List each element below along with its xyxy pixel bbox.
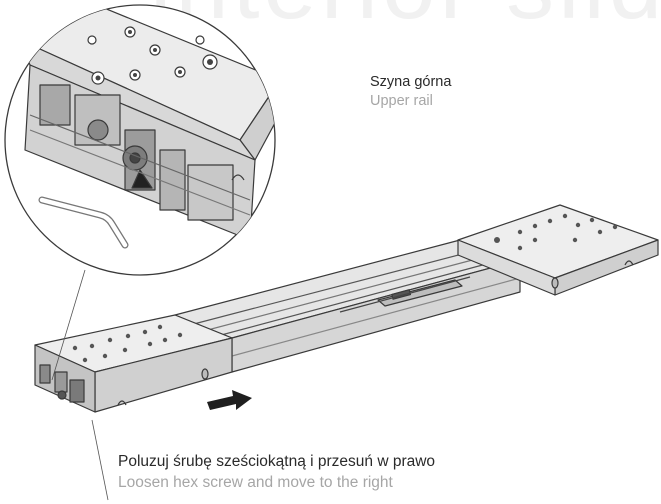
instruction-label-pl: Poluzuj śrubę sześciokątną i przesuń w p…	[118, 453, 436, 470]
leader-line-1	[51, 269, 86, 381]
arrow-right-icon	[207, 390, 252, 410]
zoom-detail-circle	[4, 4, 276, 276]
instruction-label-en: Loosen hex screw and move to the right	[118, 474, 393, 491]
upper-rail-label-en: Upper rail	[370, 93, 433, 109]
upper-rail-label: Szyna górna Upper rail	[370, 73, 451, 111]
hex-key-icon	[38, 196, 129, 249]
rail-assembly	[34, 204, 659, 413]
leader-line-2	[91, 419, 109, 501]
upper-rail-label-pl: Szyna górna	[370, 74, 452, 90]
instruction-label: Poluzuj śrubę sześciokątną i przesuń w p…	[118, 451, 435, 493]
